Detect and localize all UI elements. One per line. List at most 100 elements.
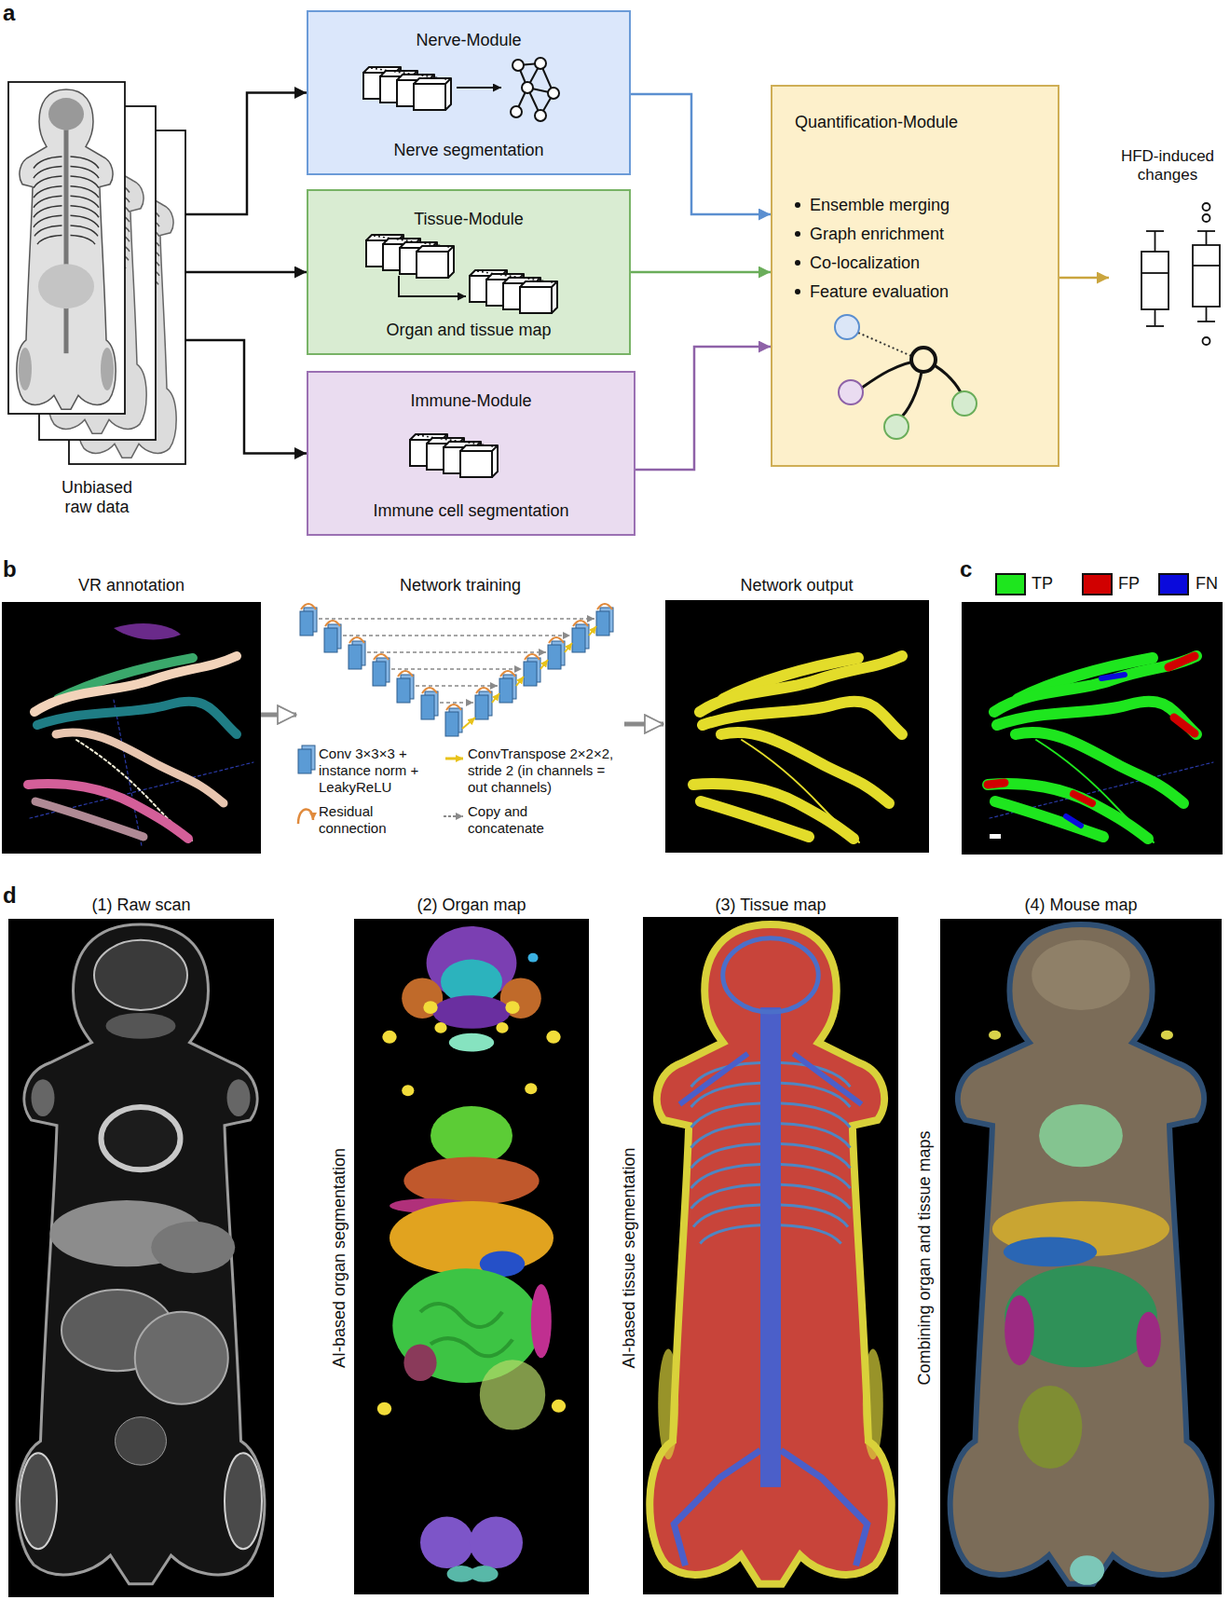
organ-map-image <box>377 1000 566 1416</box>
box-plot <box>1141 203 1220 345</box>
network-output-image <box>702 701 902 735</box>
box-plot <box>1154 309 1157 327</box>
raw-scan-image <box>101 1107 181 1170</box>
vr-annotation-image <box>27 623 254 847</box>
organ-map-image <box>495 1022 508 1034</box>
unet-diagram <box>422 687 438 694</box>
graph-icon <box>952 391 977 416</box>
raw-scan-image <box>61 1289 174 1371</box>
evaluation-image <box>1168 656 1195 668</box>
raw-data-stack <box>94 205 160 293</box>
network-output-image <box>700 801 809 837</box>
unet-diagram <box>300 607 317 636</box>
organ-map-image <box>423 1000 438 1014</box>
legend-text: Conv 3×3×3 + instance norm + LeakyReLU <box>318 745 440 796</box>
network-icon <box>516 63 554 116</box>
organ-map-image <box>528 953 539 963</box>
organ-map-image <box>377 1402 392 1416</box>
raw-scan-image <box>8 918 274 1598</box>
graph-icon <box>838 380 863 405</box>
network-icon <box>469 270 558 314</box>
vr-annotation-image <box>29 762 254 819</box>
raw-data-stack <box>18 347 32 391</box>
organ-map-image <box>505 1000 520 1014</box>
bullet-row: Feature evaluation <box>794 277 949 307</box>
organ-map-image <box>449 1033 494 1053</box>
unet-diagram <box>372 657 390 686</box>
node-subtitle: Organ and tissue map <box>385 320 551 342</box>
raw-data-stack <box>77 137 177 458</box>
network-icon <box>547 87 560 99</box>
network-icon <box>521 82 533 94</box>
organ-map-image <box>401 977 443 1019</box>
node-title: Quantification-Module <box>794 112 958 134</box>
organ-map-image <box>389 1198 472 1214</box>
raw-data-stack <box>16 89 116 410</box>
connector-arrow <box>630 271 771 274</box>
unet-diagram <box>324 624 342 653</box>
image-panel: (1) Raw scan <box>8 889 274 1599</box>
vr-annotation-image <box>1 601 261 854</box>
unet-diagram <box>523 657 541 686</box>
panel-letter: d <box>2 882 17 910</box>
image-panel: VR annotation <box>1 573 261 856</box>
vr-annotation-image <box>35 801 144 837</box>
unet-diagram <box>300 603 316 610</box>
raw-data-stack: Unbiased raw data <box>8 82 186 519</box>
graph-icon <box>884 414 909 439</box>
network-icon <box>410 434 498 478</box>
unet-diagram <box>462 626 597 729</box>
node-title: Unbiased raw data <box>48 478 147 519</box>
legend-text-holder: ConvTranspose 2×2×2, stride 2 (in channe… <box>467 745 623 796</box>
raw-scan-image <box>16 924 265 1585</box>
connector-arrow <box>630 94 771 215</box>
node-title: (4) Mouse map <box>1024 895 1137 916</box>
network-icon <box>534 109 547 122</box>
organ-map-image <box>551 1399 566 1413</box>
evaluation-image <box>1015 732 1184 804</box>
unet-diagram <box>499 674 517 703</box>
unet-diagram <box>596 607 614 636</box>
organ-map-image <box>354 918 589 1595</box>
node-subtitle: Immune cell segmentation <box>372 501 569 522</box>
panel-letter: b <box>2 556 17 584</box>
bullet-row: Graph enrichment <box>794 219 944 249</box>
network-output-image <box>693 656 902 843</box>
box-plot <box>1205 306 1208 322</box>
network-icon <box>516 87 528 112</box>
raw-data-stack <box>38 263 95 309</box>
connector-arrow <box>185 271 307 274</box>
mouse-map-image <box>992 1201 1170 1257</box>
image-panel: (3) Tissue map <box>642 889 899 1597</box>
unet-diagram <box>348 641 366 670</box>
image-panel: (4) Mouse map <box>940 889 1222 1597</box>
network-output-image <box>721 732 889 804</box>
unet-diagram <box>476 687 492 694</box>
legend-text-holder: Residual connection <box>318 803 422 837</box>
network-icon <box>527 87 541 116</box>
legend-text: Residual connection <box>318 803 422 837</box>
raw-scan-image <box>8 918 274 1598</box>
network-icon <box>510 57 560 122</box>
organ-map-image <box>403 1343 437 1381</box>
legend-text-holder: Copy and concatenate <box>467 803 580 837</box>
raw-data-stack <box>8 82 125 414</box>
organ-map-image <box>447 1565 477 1583</box>
raw-data-stack <box>100 347 114 391</box>
unet-diagram <box>540 659 548 670</box>
vr-annotation-image <box>27 783 189 839</box>
vertical-label-holder: AI-based tissue segmentation <box>619 1147 641 1368</box>
unet-diagram <box>445 757 464 761</box>
unet-diagram <box>439 701 474 704</box>
mouse-map-image <box>1069 1555 1105 1586</box>
module-box: Tissue-ModuleOrgan and tissue map <box>306 189 631 356</box>
bullet-text: Co-localization <box>809 248 920 278</box>
graph-icon <box>923 359 961 393</box>
node-title: Nerve-Module <box>415 30 521 52</box>
bullet-dot <box>794 202 801 208</box>
connector-arrow <box>260 712 297 718</box>
unet-diagram <box>396 674 414 703</box>
panel-letter-holder: b <box>2 556 17 584</box>
raw-scan-image <box>227 1079 251 1117</box>
vertical-label: AI-based tissue segmentation <box>619 1147 641 1368</box>
